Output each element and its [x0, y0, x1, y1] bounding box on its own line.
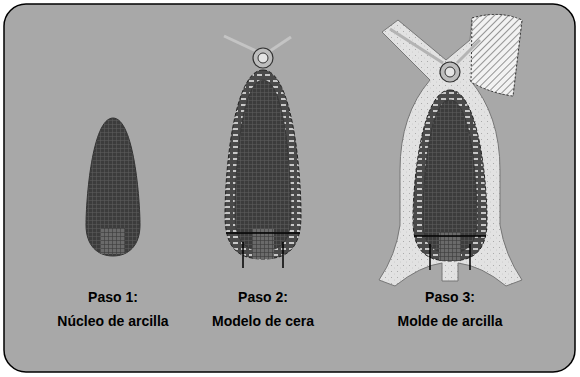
step-caption: Paso 2: [238, 289, 288, 306]
step-caption: Núcleo de arcilla [57, 313, 168, 330]
panel-background [4, 4, 575, 372]
step-caption: Modelo de cera [212, 313, 314, 330]
step-caption: Paso 3: [425, 289, 475, 306]
step-caption: Paso 1: [88, 289, 138, 306]
step-caption: Molde de arcilla [397, 313, 502, 330]
clay-mould [379, 14, 522, 286]
clay-core [86, 118, 140, 256]
wax-model [224, 36, 301, 268]
